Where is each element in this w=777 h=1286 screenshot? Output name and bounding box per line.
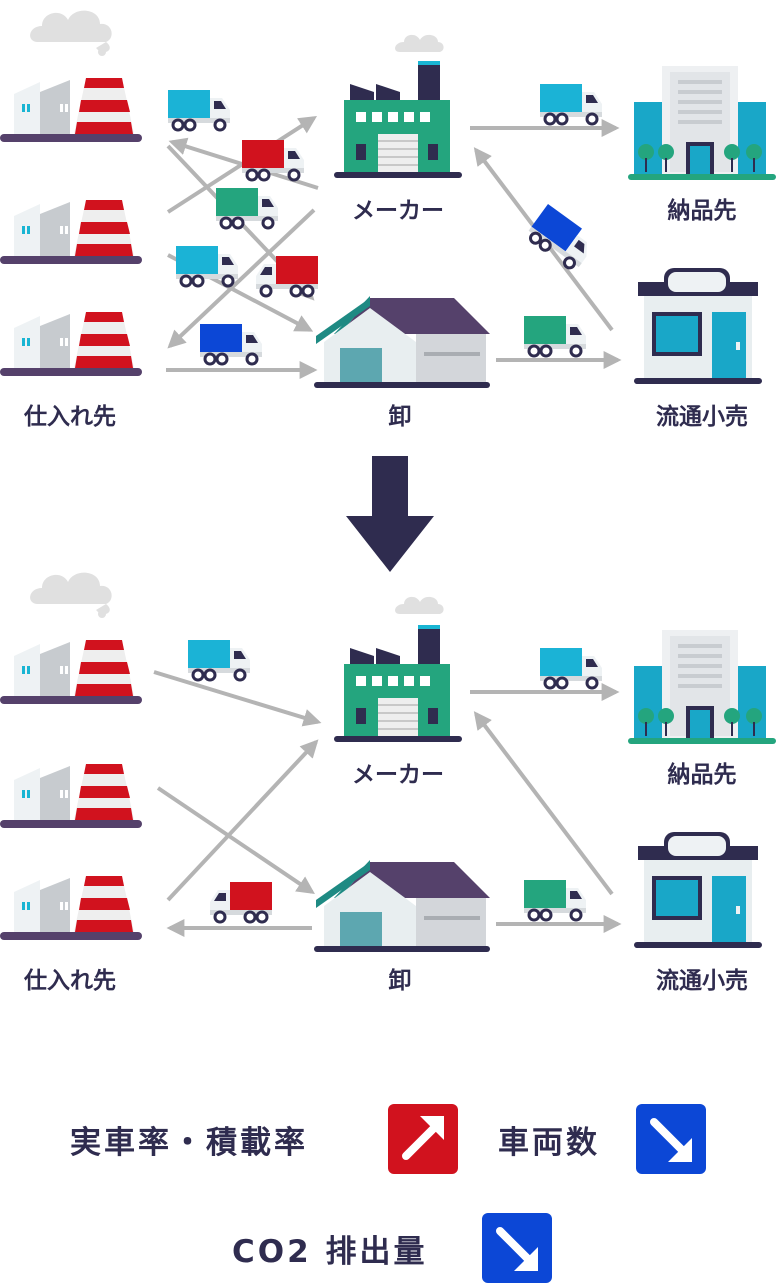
cloud-icon xyxy=(30,572,112,618)
flow-arrows xyxy=(153,670,622,937)
label-supplier: 仕入れ先 xyxy=(23,403,116,430)
truck-icon xyxy=(186,638,252,682)
supplier-factory-icon xyxy=(0,764,142,828)
cloud-icon xyxy=(30,10,112,56)
cloud-icon xyxy=(395,34,444,52)
maker-factory-icon xyxy=(334,61,462,178)
legend-load-rate: 実車率・積載率 xyxy=(70,1125,308,1161)
diagram-before: 仕入れ先 メーカー 卸 納品先 流通小売 xyxy=(0,10,776,430)
truck-icon xyxy=(208,880,274,924)
maker-factory-icon xyxy=(334,625,462,742)
label-delivery: 納品先 xyxy=(668,197,737,224)
arrow-down-right-icon xyxy=(496,1227,538,1271)
truck-icon xyxy=(538,646,604,690)
retail-shop-icon xyxy=(634,268,762,384)
delivery-building-icon xyxy=(628,630,776,744)
label-maker: メーカー xyxy=(352,198,444,224)
legend-vehicles: 車両数 xyxy=(498,1125,600,1161)
truck-icon xyxy=(166,88,232,132)
diagram-after: 仕入れ先 メーカー 卸 納品先 流通小売 xyxy=(0,572,776,994)
truck-icon xyxy=(254,254,320,298)
legend-co2: CO2 排出量 xyxy=(232,1234,427,1270)
retail-shop-icon xyxy=(634,832,762,948)
label-delivery: 納品先 xyxy=(668,761,737,788)
load-rate-up-badge xyxy=(388,1104,458,1174)
truck-icon xyxy=(214,186,280,230)
label-retail: 流通小売 xyxy=(656,967,748,994)
label-wholesale: 卸 xyxy=(389,967,412,994)
label-wholesale: 卸 xyxy=(389,403,412,430)
supplier-factory-icon xyxy=(0,876,142,940)
supplier-factory-icon xyxy=(0,200,142,264)
delivery-building-icon xyxy=(628,66,776,180)
truck-icon xyxy=(538,82,604,126)
wholesale-warehouse-icon xyxy=(314,860,490,952)
co2-down-badge xyxy=(482,1213,552,1283)
label-maker: メーカー xyxy=(352,762,444,788)
supplier-factory-icon xyxy=(0,312,142,376)
truck-icon xyxy=(522,878,588,922)
label-retail: 流通小売 xyxy=(656,403,748,430)
supplier-factory-icon xyxy=(0,78,142,142)
truck-icon xyxy=(174,244,240,288)
vehicles-down-badge xyxy=(636,1104,706,1174)
truck-icon xyxy=(198,322,264,366)
wholesale-warehouse-icon xyxy=(314,296,490,388)
legend: 実車率・積載率 車両数 CO2 排出量 xyxy=(70,1104,706,1283)
truck-icon xyxy=(522,314,588,358)
supplier-factory-icon xyxy=(0,640,142,704)
arrow-down-right-icon xyxy=(650,1118,692,1162)
label-supplier: 仕入れ先 xyxy=(23,967,116,994)
down-arrow-icon xyxy=(346,456,434,572)
cloud-icon xyxy=(395,596,444,614)
arrow-up-right-icon xyxy=(402,1116,444,1160)
